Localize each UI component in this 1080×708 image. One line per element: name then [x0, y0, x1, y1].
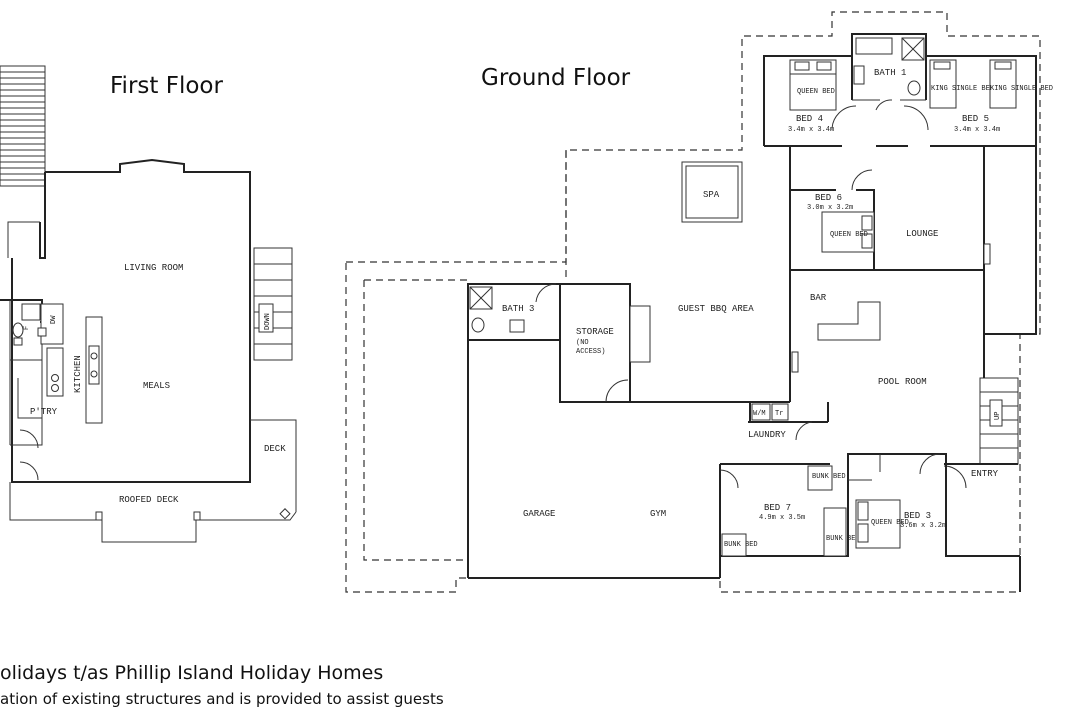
bed-3-bed-label: QUEEN BED	[871, 519, 909, 527]
roof-hatch	[0, 65, 46, 187]
ground-floor-plan: BATH 1 QUEEN BED BED 4 3.4m x 3.4m KING …	[345, 11, 1053, 593]
bed-7-bunk-b: BUNK BED	[724, 541, 758, 549]
pool-room-label: POOL ROOM	[878, 377, 927, 387]
kitchen-label: KITCHEN	[73, 355, 83, 393]
guest-bbq-label: GUEST BBQ AREA	[678, 304, 754, 314]
bed-3-label: BED 3	[904, 511, 931, 521]
ground-floor-title: Ground Floor	[481, 65, 631, 91]
spa: SPA	[681, 161, 743, 223]
bed-7-bunk-a: BUNK BED	[812, 473, 846, 481]
living-room-label: LIVING ROOM	[124, 263, 183, 273]
dishwasher-label: DW	[50, 315, 58, 324]
storage-note-2: ACCESS)	[576, 348, 605, 356]
storage-label: STORAGE	[576, 327, 614, 337]
fridge-label: F	[23, 326, 31, 330]
bath-1-label: BATH 1	[874, 68, 906, 78]
bed-6-label: BED 6	[815, 193, 842, 203]
bed-6-size: 3.0m x 3.2m	[807, 204, 853, 212]
roofed-deck-label: ROOFED DECK	[119, 495, 179, 505]
bar-label: BAR	[810, 293, 827, 303]
bed-7-size: 4.9m x 3.5m	[759, 514, 805, 522]
spa-label: SPA	[703, 190, 720, 200]
entry-label: ENTRY	[971, 469, 999, 479]
bed-7-bunk-c: BUNK BED	[826, 535, 860, 543]
bed-4-size: 3.4m x 3.4m	[788, 126, 834, 134]
bed-4-label: BED 4	[796, 114, 823, 124]
footer-line-1: olidays t/as Phillip Island Holiday Home…	[0, 662, 384, 684]
first-floor-stairs: DOWN	[253, 247, 293, 361]
deck-label: DECK	[264, 444, 286, 454]
bed-5-bed-a-label: KING SINGLE BED	[931, 85, 994, 93]
lounge-label: LOUNGE	[906, 229, 938, 239]
bed-6-bed-label: QUEEN BED	[830, 231, 868, 239]
bed-5-size: 3.4m x 3.4m	[954, 126, 1000, 134]
pantry-label: P'TRY	[30, 407, 58, 417]
stairs-down-label: DOWN	[264, 313, 272, 330]
bed-3-size: 3.6m x 3.2m	[900, 522, 946, 530]
laundry-label: LAUNDRY	[748, 430, 786, 440]
trough-label: Tr	[775, 410, 783, 418]
washing-machine-label: W/M	[753, 410, 766, 418]
ground-floor-stairs: UP	[979, 377, 1019, 465]
meals-label: MEALS	[143, 381, 170, 391]
garage-label: GARAGE	[523, 509, 555, 519]
bath-3-label: BATH 3	[502, 304, 534, 314]
bed-5-label: BED 5	[962, 114, 989, 124]
bed-5-bed-b-label: KING SINGLE BED	[990, 85, 1053, 93]
first-floor-title: First Floor	[110, 73, 223, 99]
bed-7-label: BED 7	[764, 503, 791, 513]
stairs-up-label: UP	[994, 412, 1002, 420]
storage-note-1: (NO	[576, 339, 589, 347]
first-floor-plan: F DW KITCHEN P'TRY LIVING ROOM MEALS	[0, 65, 297, 543]
bed-4-bed-label: QUEEN BED	[797, 88, 835, 96]
gym-label: GYM	[650, 509, 666, 519]
footer-line-2: ation of existing structures and is prov…	[0, 690, 444, 708]
